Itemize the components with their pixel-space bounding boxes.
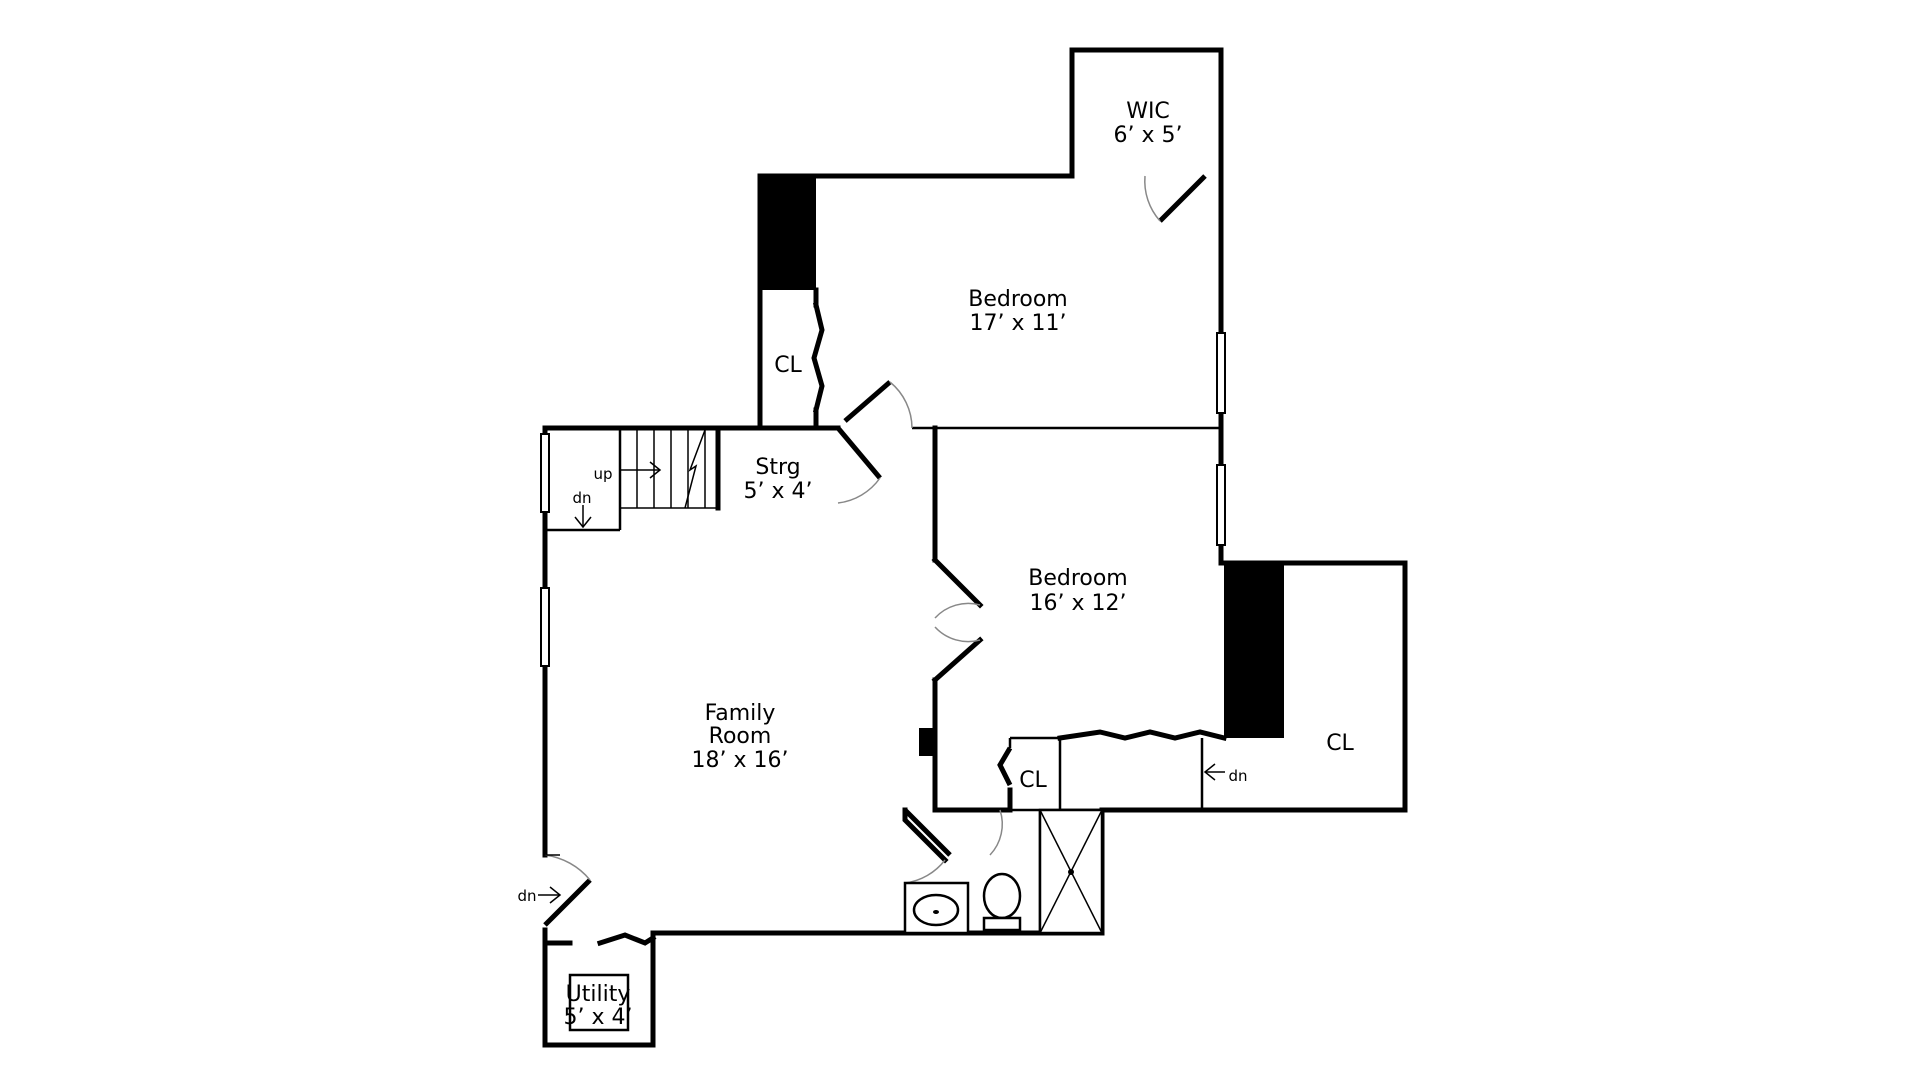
window-lower-bedroom bbox=[1216, 464, 1226, 546]
storage-name: Strg bbox=[755, 455, 800, 480]
doors bbox=[543, 174, 1207, 927]
window-upper-bedroom bbox=[1216, 332, 1226, 414]
family-room-name-1: Family bbox=[705, 701, 776, 726]
window-stairs bbox=[540, 433, 550, 513]
arrows bbox=[538, 763, 1225, 904]
stairs bbox=[574, 429, 718, 529]
wic-name: WIC bbox=[1126, 99, 1170, 124]
chimney-right bbox=[1224, 563, 1284, 738]
chimney-blocks bbox=[760, 176, 1284, 756]
family-room-size: 18’ x 16’ bbox=[692, 748, 789, 773]
family-room-name-2: Room bbox=[709, 724, 772, 749]
wic-size: 6’ x 5’ bbox=[1114, 123, 1183, 148]
shower-drain bbox=[1068, 869, 1074, 875]
chimney-upper bbox=[760, 176, 816, 290]
room-labels: WIC 6’ x 5’ Bedroom 17’ x 11’ CL Strg 5’… bbox=[564, 99, 1355, 1030]
bathroom-fixtures bbox=[903, 808, 1104, 935]
upper-closet-label: CL bbox=[774, 353, 802, 378]
window-family-room bbox=[540, 587, 550, 667]
utility-name: Utility bbox=[566, 982, 631, 1007]
toilet-tank bbox=[982, 916, 1022, 932]
right-closet-label: CL bbox=[1326, 731, 1354, 756]
drain bbox=[933, 910, 939, 914]
dn-label-right: dn bbox=[1228, 767, 1247, 785]
lower-bedroom-size: 16’ x 12’ bbox=[1030, 591, 1127, 616]
upper-bedroom-name: Bedroom bbox=[968, 287, 1068, 312]
dn-label-stairs: dn bbox=[572, 489, 591, 507]
toilet-bowl bbox=[982, 872, 1022, 920]
storage-size: 5’ x 4’ bbox=[744, 479, 813, 504]
small-closet-label: CL bbox=[1019, 768, 1047, 793]
up-label: up bbox=[593, 465, 612, 483]
utility-size: 5’ x 4’ bbox=[564, 1005, 633, 1030]
upper-bedroom-size: 17’ x 11’ bbox=[970, 311, 1067, 336]
windows bbox=[540, 332, 1226, 667]
utility-fixture bbox=[568, 973, 630, 1032]
wall-post bbox=[919, 728, 933, 756]
stair-labels: up dn dn dn bbox=[517, 465, 1247, 905]
lower-bedroom-name: Bedroom bbox=[1028, 566, 1128, 591]
dn-label-left: dn bbox=[517, 887, 536, 905]
exterior-walls bbox=[542, 47, 1408, 1048]
furnace bbox=[568, 973, 630, 1032]
